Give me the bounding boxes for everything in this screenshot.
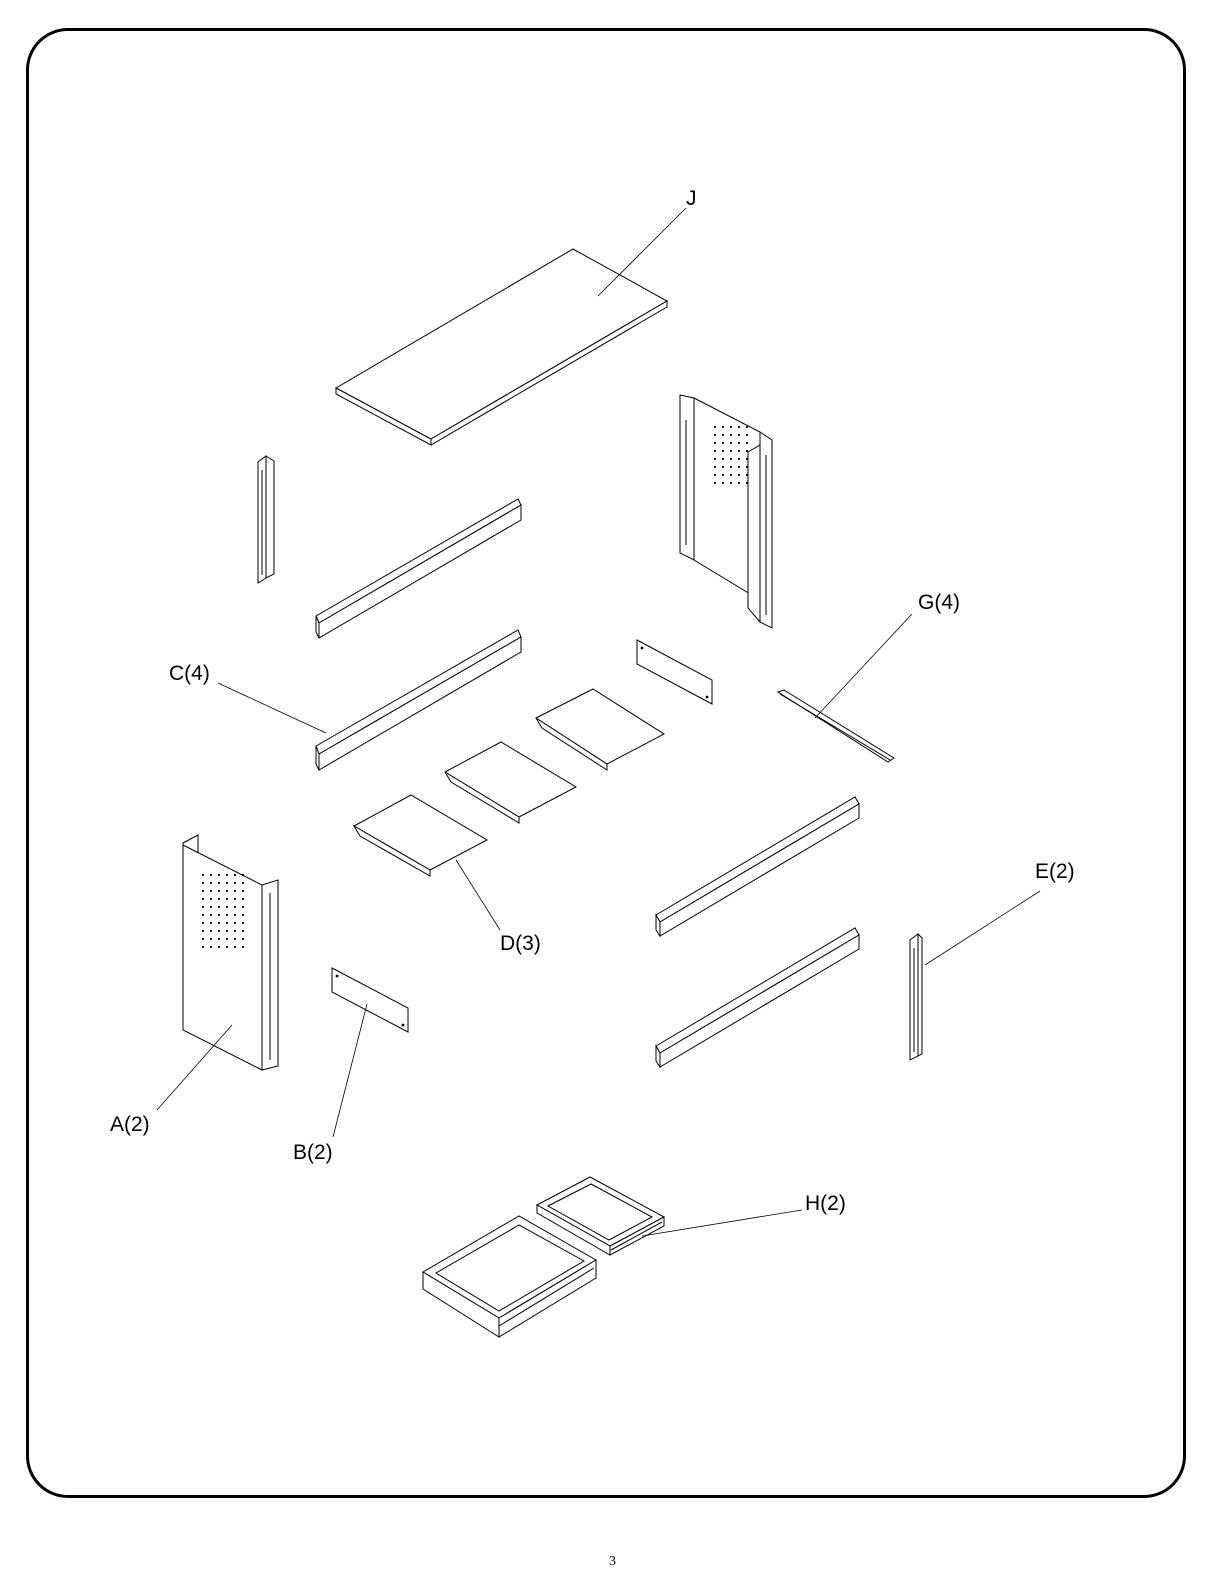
part-c-rail-1 [316,499,521,638]
label-h: H(2) [805,1192,846,1215]
part-a-side-panel-rear [680,395,772,795]
label-j: J [686,187,697,210]
label-a: A(2) [110,1113,150,1136]
part-j-top-panel [336,249,667,445]
leader-g [815,614,912,718]
leader-b [333,1004,367,1137]
page-number: 3 [0,1554,1225,1570]
label-e: E(2) [1035,860,1075,883]
label-g: G(4) [918,591,960,614]
part-c-rail-3 [656,797,859,936]
part-c-rail-4 [656,928,859,1067]
part-b-plate-rear [637,640,712,704]
leader-d [456,860,500,930]
part-g-slide [778,690,894,762]
part-d-shelf-1 [536,689,664,770]
part-d-shelf-3 [354,795,487,876]
leader-e [925,891,1040,965]
label-c: C(4) [169,662,210,685]
leader-h [642,1210,802,1236]
label-b: B(2) [293,1141,333,1164]
leader-a [157,1025,232,1110]
leader-c [218,683,326,733]
part-b-plate-front [332,968,408,1032]
part-e-post-front [910,934,922,1060]
leader-j [598,208,686,296]
part-d-shelf-2 [445,742,576,823]
part-e-post-rear [258,456,274,583]
part-h-drawer-large [423,1216,596,1337]
label-d: D(3) [500,932,541,955]
part-a-side-panel-front [183,835,278,1070]
